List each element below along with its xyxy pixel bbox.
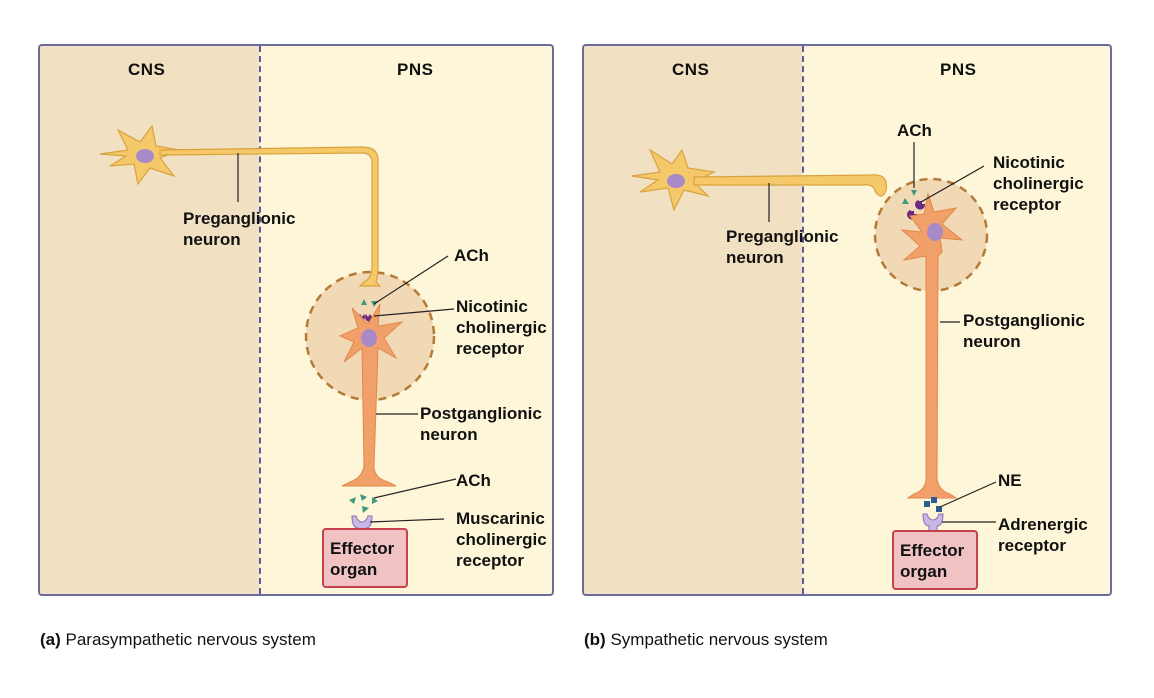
parasympathetic-panel: CNS PNS xyxy=(38,44,554,596)
ne-molecule xyxy=(924,501,930,507)
postganglionic-neuron xyxy=(900,192,964,499)
postganglionic-nucleus xyxy=(927,223,943,241)
postganglionic-label: Postganglionic neuron xyxy=(420,403,542,445)
caption-letter: (a) xyxy=(40,630,61,649)
postganglionic-cell xyxy=(900,192,964,499)
preganglionic-axon xyxy=(159,146,382,287)
label-line: Postganglionic xyxy=(420,404,542,423)
ne-label: NE xyxy=(998,471,1022,490)
sympathetic-pathway-illustration xyxy=(631,142,997,533)
preganglionic-axon xyxy=(693,174,888,197)
preganglionic-nucleus xyxy=(136,149,154,163)
label-line: cholinergic xyxy=(993,174,1084,193)
caption-sympathetic: (b) Sympathetic nervous system xyxy=(584,630,828,650)
postganglionic-cell xyxy=(338,303,404,487)
label-line: neuron xyxy=(726,248,784,267)
cns-pns-boundary xyxy=(259,46,261,594)
effector-organ: Effector organ xyxy=(322,528,408,588)
postganglionic-nucleus xyxy=(361,329,377,347)
label-line: Muscarinic xyxy=(456,509,545,528)
label-line: Adrenergic xyxy=(998,515,1088,534)
ach-molecule xyxy=(902,198,909,204)
ach-molecule xyxy=(360,494,367,501)
label-line: Nicotinic xyxy=(456,297,528,316)
label-line: receptor xyxy=(456,339,525,358)
postganglionic-neuron xyxy=(338,303,404,487)
caption-title: Sympathetic nervous system xyxy=(610,630,828,649)
ach-molecule xyxy=(372,497,378,504)
preganglionic-neuron xyxy=(631,148,888,212)
preganglionic-label: Preganglionic neuron xyxy=(726,226,838,268)
label-line: Nicotinic xyxy=(993,153,1065,172)
parasympathetic-pathway-illustration xyxy=(99,124,457,535)
label-line: neuron xyxy=(420,425,478,444)
caption-parasympathetic: (a) Parasympathetic nervous system xyxy=(40,630,316,650)
ach-molecule xyxy=(911,190,917,196)
ach-molecule xyxy=(349,497,356,504)
label-line: Preganglionic xyxy=(726,227,839,246)
preganglionic-neuron xyxy=(99,124,382,287)
sympathetic-panel: CNS PNS xyxy=(582,44,1112,596)
pns-title: PNS xyxy=(397,60,434,79)
nicotinic-receptor-label: Nicotinic cholinergic receptor xyxy=(456,296,547,359)
leader-lines xyxy=(237,153,457,523)
label-line: neuron xyxy=(963,332,1021,351)
caption-title: Parasympathetic nervous system xyxy=(65,630,316,649)
label-line: neuron xyxy=(183,230,241,249)
ach-effector-label: ACh xyxy=(456,471,491,490)
adrenergic-receptor xyxy=(922,513,944,533)
nicotinic-receptor-label: Nicotinic cholinergic receptor xyxy=(993,152,1084,215)
label-line: receptor xyxy=(993,195,1062,214)
preganglionic-label: Preganglionic neuron xyxy=(183,208,295,250)
label-line: Preganglionic xyxy=(183,209,296,228)
cns-pns-boundary xyxy=(802,46,804,594)
effector-organ: Effector organ xyxy=(892,530,978,590)
adrenergic-receptor-label: Adrenergic receptor xyxy=(998,514,1088,556)
ach-molecule xyxy=(362,506,369,513)
nicotinic-receptor xyxy=(915,200,926,210)
pns-title: PNS xyxy=(940,60,977,79)
ne-molecule xyxy=(936,506,942,512)
label-line: organ xyxy=(900,562,948,581)
label-line: Postganglionic xyxy=(963,311,1085,330)
label-line: receptor xyxy=(456,551,525,570)
label-line: cholinergic xyxy=(456,530,547,549)
caption-letter: (b) xyxy=(584,630,606,649)
muscarinic-receptor xyxy=(351,515,373,535)
cns-region xyxy=(584,46,802,594)
postganglionic-label: Postganglionic neuron xyxy=(963,310,1085,352)
ach-ganglion-label: ACh xyxy=(897,121,932,140)
ach-ganglion-label: ACh xyxy=(454,246,489,265)
label-line: Effector xyxy=(330,539,395,558)
label-line: receptor xyxy=(998,536,1067,555)
label-line: cholinergic xyxy=(456,318,547,337)
muscarinic-receptor-label: Muscarinic cholinergic receptor xyxy=(456,508,547,571)
preganglionic-nucleus xyxy=(667,174,685,188)
ne-molecule xyxy=(931,497,937,503)
ach-molecule xyxy=(361,299,367,305)
label-line: organ xyxy=(330,560,378,579)
cns-title: CNS xyxy=(128,60,166,79)
leader-lines xyxy=(768,142,997,523)
label-line: Effector xyxy=(900,541,965,560)
cns-title: CNS xyxy=(672,60,710,79)
